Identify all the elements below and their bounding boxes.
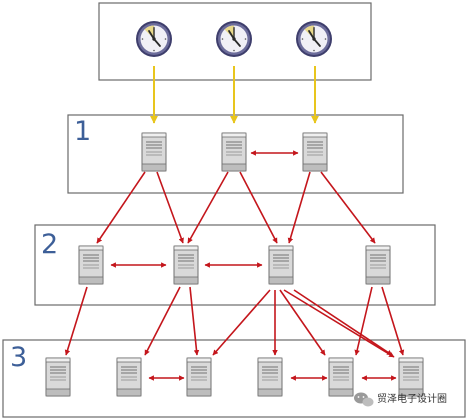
- server-icon: [328, 357, 354, 397]
- link-arrow: [96, 171, 146, 244]
- clock-icon: [135, 20, 173, 58]
- watermark-text: 贸泽电子设计圈: [377, 392, 447, 405]
- tier-2-to-3-links: [64, 286, 405, 358]
- link-arrow: [64, 286, 88, 356]
- watermark: 贸泽电子设计圈: [354, 392, 447, 407]
- tier-3-label: 3: [10, 342, 27, 373]
- server-icon: [186, 357, 212, 397]
- link-arrow: [320, 171, 376, 244]
- link-arrow: [212, 289, 271, 356]
- link-arrow: [287, 171, 311, 244]
- link-arrow: [381, 286, 405, 356]
- link-arrow: [187, 171, 229, 244]
- link-arrow: [239, 171, 278, 244]
- peer-links: [110, 150, 397, 381]
- server-icon: [257, 357, 283, 397]
- tier-2-label: 2: [41, 229, 58, 260]
- server-icon: [398, 357, 424, 397]
- wechat-icon: [354, 392, 374, 407]
- server-icon: [365, 245, 391, 285]
- server-icon: [45, 357, 71, 397]
- server-icon: [141, 132, 167, 172]
- server-icon: [116, 357, 142, 397]
- link-arrow: [354, 286, 373, 356]
- tier-1-to-2-links: [96, 171, 376, 244]
- server-icon: [173, 245, 199, 285]
- server-icon: [78, 245, 104, 285]
- server-icon: [302, 132, 328, 172]
- link-arrow: [144, 286, 181, 356]
- tier-1-label: 1: [74, 116, 91, 147]
- server-icon: [221, 132, 247, 172]
- link-arrow: [279, 289, 326, 356]
- link-arrow: [156, 171, 184, 244]
- server-icon: [268, 245, 294, 285]
- link-arrow: [283, 289, 395, 358]
- clock-icon: [295, 20, 333, 58]
- link-arrow: [189, 286, 200, 356]
- clock-icon: [215, 20, 253, 58]
- link-arrow: [293, 289, 393, 356]
